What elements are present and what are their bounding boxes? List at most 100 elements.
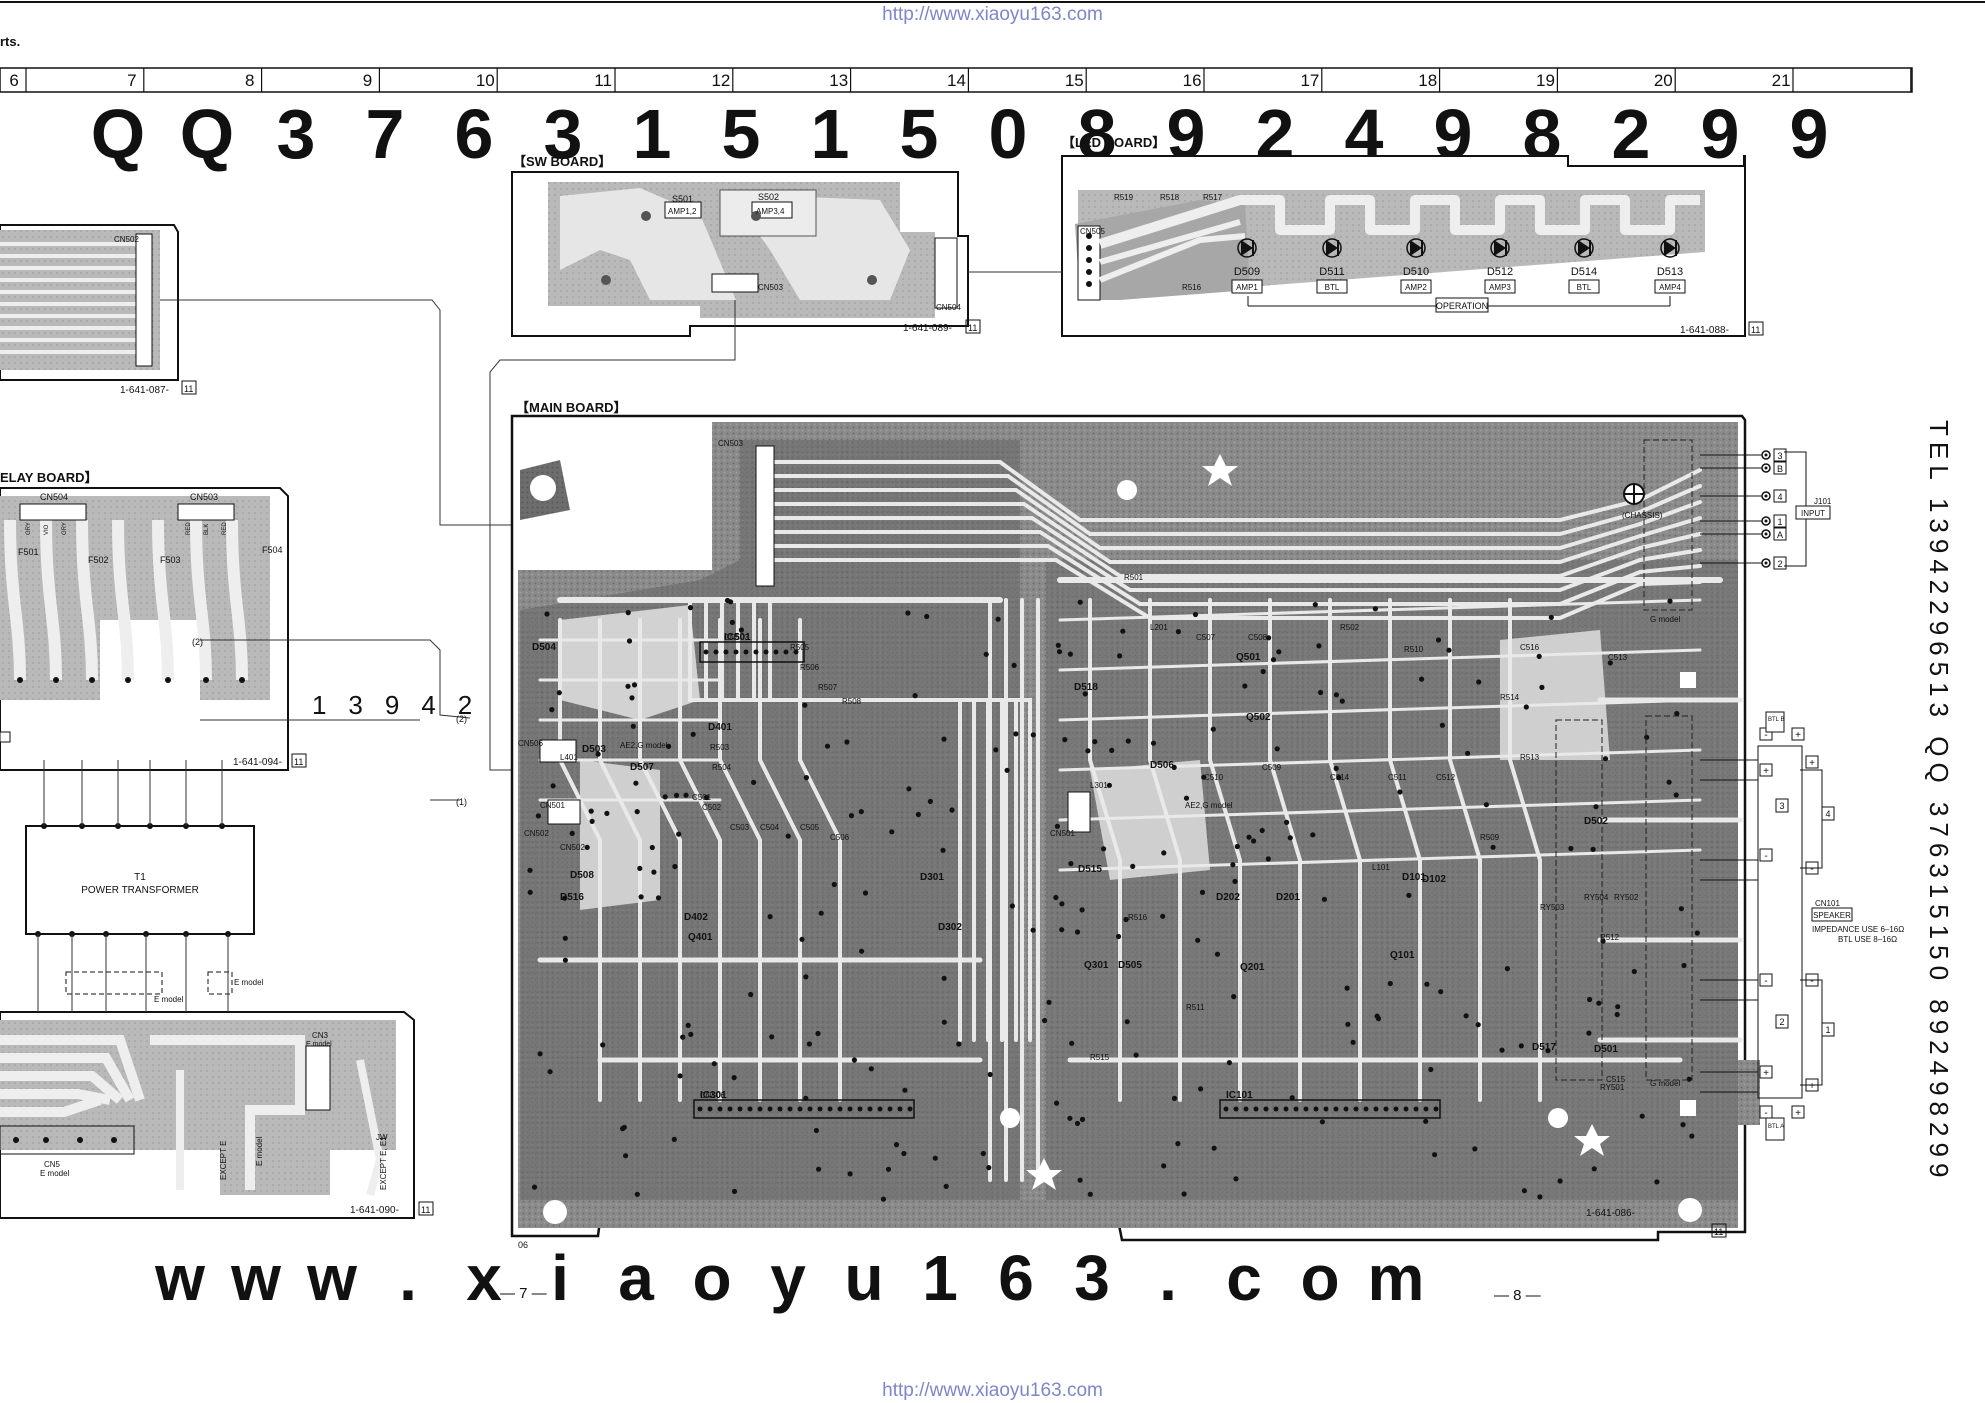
power-board: CN5 E model CN3 E model EXCEPT E E model… (0, 1011, 434, 1219)
led-operation: OPERATION (1436, 301, 1488, 311)
grid-col-21: 21 (1772, 71, 1791, 90)
main-note-ae2-right: AE2,G model (1185, 801, 1233, 810)
speaker-term-3: 3 (1779, 801, 1784, 811)
speaker-polarity: + (1795, 1108, 1801, 1119)
main-label-c512: C512 (1436, 773, 1456, 782)
url-bottom[interactable]: http://www.xiaoyu163.com (882, 1380, 1103, 1401)
svg-text:(2): (2) (456, 714, 467, 724)
power-cn3: CN3 (312, 1031, 329, 1040)
grid-col-11: 11 (594, 71, 612, 90)
main-label-r507: R507 (818, 683, 838, 692)
watermark-site-char: w (230, 1242, 281, 1314)
sw-board-rev: 11 (968, 323, 977, 333)
sw-label-amp12: AMP1,2 (668, 207, 697, 216)
watermark-char: Q (180, 95, 234, 173)
main-label-l401: L401 (560, 753, 578, 762)
grid-col-7: 7 (127, 71, 136, 90)
rear-board-rev: 11 (184, 384, 193, 394)
speaker-term-4: 4 (1825, 809, 1830, 819)
main-label-ic301: IC301 (700, 1090, 727, 1101)
watermark-site-char: y (770, 1242, 806, 1314)
led-ref-d512: D512 (1487, 266, 1513, 278)
main-label-d516: D516 (560, 892, 584, 903)
main-label-r509: R509 (1480, 833, 1500, 842)
relay-f502: F502 (88, 555, 109, 565)
grid-col-14: 14 (947, 71, 966, 90)
speaker-impedance: IMPEDANCE USE 6–16Ω (1812, 925, 1904, 934)
speaker-polarity: + (1763, 1068, 1769, 1079)
main-label-d503: D503 (582, 744, 606, 755)
relay-wire-3: RED (186, 522, 192, 535)
main-label-d202: D202 (1216, 892, 1240, 903)
grid-col-17: 17 (1300, 71, 1319, 90)
led-ref-d513: D513 (1657, 266, 1683, 278)
led-board: 【LED BOARD】 D509AMP1D511BTLD510AMP2D512A… (1061, 135, 1764, 337)
speaker-polarity: + (1795, 730, 1801, 741)
input-ref: J101 (1814, 497, 1832, 506)
watermark-char: 6 (455, 95, 494, 173)
main-label-d102: D102 (1422, 874, 1446, 885)
main-label-d201: D201 (1276, 892, 1300, 903)
main-label-d508: D508 (570, 870, 594, 881)
power-except-e: EXCEPT E (219, 1141, 228, 1180)
main-board-rev: 11 (1714, 1227, 1723, 1237)
main-label-r502: R502 (1340, 623, 1360, 632)
main-label-r510: R510 (1404, 645, 1424, 654)
watermark-site-char: a (618, 1242, 654, 1314)
relay-wire-0: GRY (26, 522, 32, 535)
speaker-polarity: - (1764, 976, 1767, 987)
led-board-rev: 11 (1751, 325, 1760, 335)
led-ref-d510: D510 (1403, 266, 1429, 278)
url-top[interactable]: http://www.xiaoyu163.com (882, 4, 1103, 25)
svg-text:(1): (1) (456, 797, 467, 807)
svg-text:CN501: CN501 (1050, 829, 1075, 838)
main-label-r513: R513 (1520, 753, 1540, 762)
main-label-d505: D505 (1118, 960, 1142, 971)
input-term-2: 2 (1777, 559, 1782, 569)
main-label-q301: Q301 (1084, 960, 1109, 971)
main-label-l201: L201 (1150, 623, 1168, 632)
led-ref-d514: D514 (1571, 266, 1597, 278)
grid-col-16: 16 (1183, 71, 1202, 90)
speaker-polarity: - (1810, 976, 1813, 987)
led-r516: R516 (1182, 283, 1202, 292)
speaker-polarity: - (1764, 730, 1767, 741)
main-label-d502: D502 (1584, 816, 1608, 827)
grid-col-10: 10 (476, 71, 495, 90)
main-label-l301: L301 (1090, 781, 1108, 790)
relay-f504: F504 (262, 545, 283, 555)
main-label-r515: R515 (1090, 1053, 1110, 1062)
input-term-a: A (1777, 530, 1783, 540)
main-label-c502: C502 (702, 803, 722, 812)
main-label-c514: C514 (1330, 773, 1350, 782)
relay-cn504: CN504 (40, 492, 68, 502)
page-number-right: — 8 — (1494, 1287, 1541, 1304)
input-term-3: 3 (1777, 451, 1782, 461)
main-label-c509: C509 (1262, 763, 1282, 772)
watermark-site-char: x (466, 1242, 502, 1314)
main-label-ic501: IC501 (724, 632, 751, 643)
watermark-site-char: i (551, 1242, 569, 1314)
watermark-site-char: w (154, 1242, 205, 1314)
main-label-c513: C513 (1608, 653, 1628, 662)
watermark-char: 5 (900, 95, 939, 173)
main-label-c511: C511 (1388, 773, 1407, 782)
led-func-2: AMP2 (1405, 283, 1427, 292)
led-func-3: AMP3 (1489, 283, 1511, 292)
rear-board-part: 1-641-087- (120, 385, 169, 396)
sw-board-part: 1-641-089- (903, 323, 952, 334)
led-func-5: AMP4 (1659, 283, 1681, 292)
main-label-c508: C508 (1248, 633, 1268, 642)
led-board-part: 1-641-088- (1680, 325, 1729, 336)
relay-f503: F503 (160, 555, 181, 565)
watermark-site-char: m (1368, 1242, 1425, 1314)
watermark-char: Q (91, 95, 145, 173)
sw-label-s501: S501 (672, 194, 693, 204)
grid-col-12: 12 (711, 71, 730, 90)
power-board-rev: 11 (421, 1205, 430, 1215)
main-note-chassis: (CHASSIS) (1622, 511, 1663, 520)
watermark-char: 3 (277, 95, 316, 173)
corner-text: rts. (0, 34, 20, 49)
main-label-c504: C504 (760, 823, 780, 832)
